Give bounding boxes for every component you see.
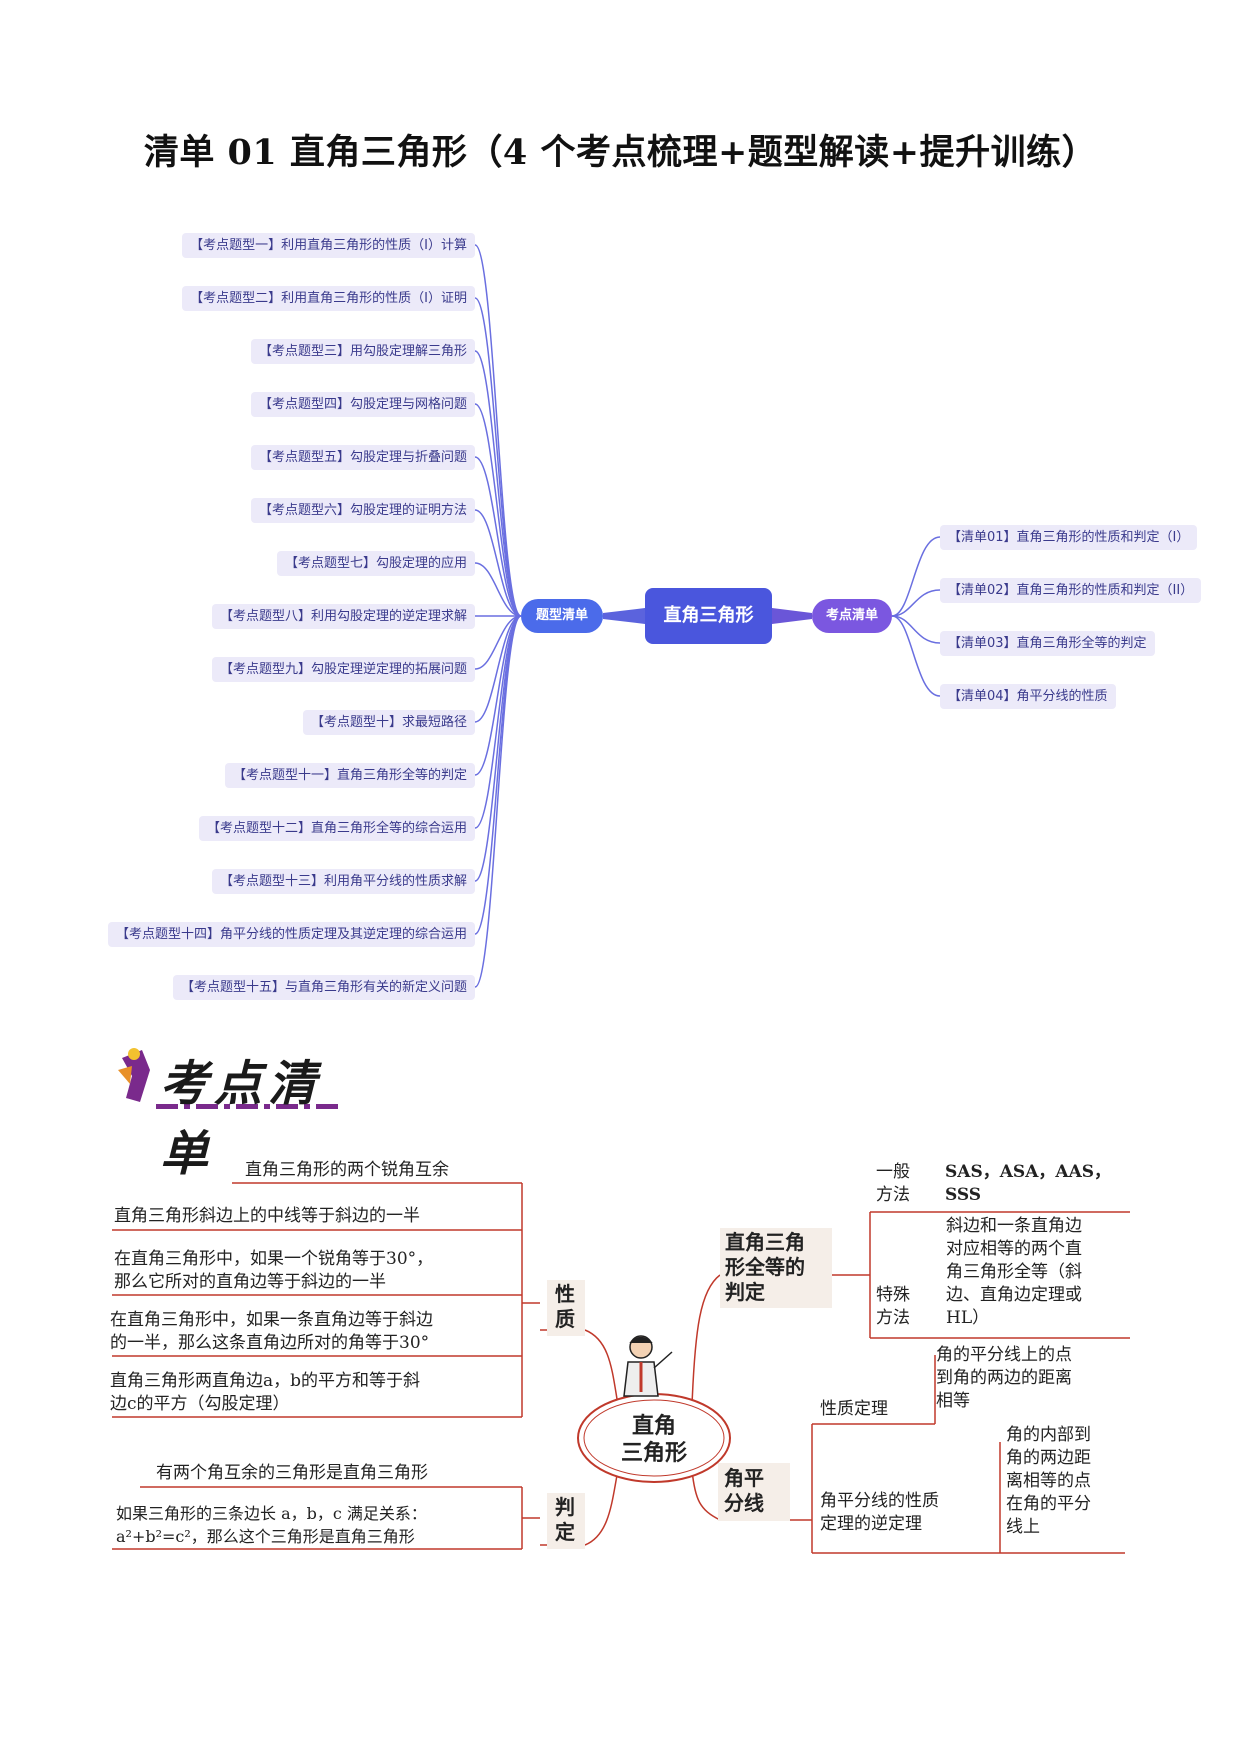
special-method-text-line: 斜边和一条直角边 [946,1216,1082,1236]
left-item: 【考点题型十二】直角三角形全等的综合运用 [198,816,475,841]
center-node: 直角 三角形 [604,1413,704,1467]
jiaopingfen-node-line: 角平 [724,1466,764,1490]
converse-text-line: 离相等的点 [1006,1471,1091,1491]
xingzhi-item-line: 直角三角形两直角边a，b的平方和等于斜 [110,1371,421,1391]
theorem-text-line: 到角的两边的距离 [936,1368,1072,1388]
xingzhi-item-line: 边c的平方（勾股定理） [110,1394,290,1414]
theorem-text-line: 相等 [936,1391,970,1411]
quandeng-node-line: 形全等的 [725,1255,805,1279]
left-item: 【考点题型二】利用直角三角形的性质（I）证明 [182,286,475,311]
center-node-line: 三角形 [620,1441,687,1466]
converse-text-line: 线上 [1006,1517,1040,1537]
panding-item-line: 有两个角互余的三角形是直角三角形 [156,1463,428,1483]
xingzhi-item-line: 的一半，那么这条直角边所对的角等于30° [110,1333,430,1353]
general-method-text-line: SAS，ASA，AAS， [945,1162,1112,1182]
center-node-line: 直角 [631,1414,676,1439]
xingzhi-item-line: 那么它所对的直角边等于斜边的一半 [114,1272,386,1292]
right-hub-node: 考点清单 [812,599,892,633]
left-item: 【考点题型十四】角平分线的性质定理及其逆定理的综合运用 [107,922,475,947]
left-item: 【考点题型一】利用直角三角形的性质（I）计算 [182,233,475,258]
left-item: 【考点题型十三】利用角平分线的性质求解 [211,869,475,894]
special-method-label-line: 特殊 [876,1285,910,1305]
special-method-label-line: 方法 [876,1308,910,1328]
quandeng-node-line: 直角三角 [725,1230,805,1254]
teacher-figure [623,1335,673,1397]
converse-text-line: 在角的平分 [1006,1494,1091,1514]
banner-text: 考点清单 [160,1056,323,1182]
panding-item: 有两个角互余的三角形是直角三角形 [156,1462,428,1485]
general-method-label-line: 方法 [876,1185,910,1205]
converse-label: 角平分线的性质 定理的逆定理 [820,1490,939,1536]
theorem-label: 性质定理 [820,1399,888,1419]
center-node: 直角三角形 [645,588,772,644]
converse-text-line: 角的两边距 [1006,1448,1091,1468]
xingzhi-item: 直角三角形斜边上的中线等于斜边的一半 [114,1205,420,1228]
converse-label-line: 定理的逆定理 [820,1514,922,1534]
xingzhi-item-line: 在直角三角形中，如果一条直角边等于斜边 [110,1310,433,1330]
left-item: 【考点题型八】利用勾股定理的逆定理求解 [211,604,475,629]
panding-item-line: 如果三角形的三条边长 a，b，c 满足关系： [116,1504,427,1523]
special-method-label: 特殊 方法 [876,1284,910,1330]
left-item: 【考点题型十五】与直角三角形有关的新定义问题 [172,975,475,1000]
left-item: 【考点题型十一】直角三角形全等的判定 [224,763,475,788]
xingzhi-item: 在直角三角形中，如果一个锐角等于30°， 那么它所对的直角边等于斜边的一半 [114,1248,433,1294]
left-item: 【考点题型十】求最短路径 [302,710,475,735]
left-item: 【考点题型九】勾股定理逆定理的拓展问题 [211,657,475,682]
panding-item-line: a²+b²=c²，那么这个三角形是直角三角形 [116,1527,415,1546]
theorem-text: 角的平分线上的点 到角的两边的距离 相等 [936,1344,1072,1413]
page-title: 清单 01 直角三角形（4 个考点梳理+题型解读+提升训练） [143,132,1098,173]
right-item: 【清单04】角平分线的性质 [940,684,1116,709]
xingzhi-node-char: 性 [555,1282,575,1306]
xingzhi-node: 性 质 [555,1282,575,1332]
general-method-text-line: SSS [945,1185,982,1205]
general-method-text: SAS，ASA，AAS， SSS [945,1161,1111,1207]
general-method-label-line: 一般 [876,1162,910,1182]
converse-text-line: 角的内部到 [1006,1425,1091,1445]
panding-node-char: 定 [555,1520,575,1544]
xingzhi-item: 直角三角形两直角边a，b的平方和等于斜 边c的平方（勾股定理） [110,1370,420,1416]
quandeng-node: 直角三角 形全等的 判定 [725,1230,805,1305]
converse-label-line: 角平分线的性质 [820,1491,939,1511]
panding-node-char: 判 [555,1495,575,1519]
jiaopingfen-node: 角平 分线 [724,1466,764,1516]
panding-node: 判 定 [555,1495,575,1545]
xingzhi-item: 直角三角形的两个锐角互余 [245,1159,449,1182]
panding-item: 如果三角形的三条边长 a，b，c 满足关系： a²+b²=c²，那么这个三角形是… [116,1502,427,1548]
right-item: 【清单02】直角三角形的性质和判定（II） [940,578,1202,603]
converse-text: 角的内部到 角的两边距 离相等的点 在角的平分 线上 [1006,1424,1091,1539]
special-method-text-line: 边、直角边定理或 [946,1285,1082,1305]
jiaopingfen-node-line: 分线 [724,1491,764,1515]
banner-decoration [118,1048,338,1109]
theorem-text-line: 角的平分线上的点 [936,1345,1072,1365]
xingzhi-node-char: 质 [555,1307,575,1331]
left-item: 【考点题型三】用勾股定理解三角形 [250,339,475,364]
general-method-label: 一般 方法 [876,1161,910,1207]
left-item: 【考点题型五】勾股定理与折叠问题 [250,445,475,470]
xingzhi-item-line: 在直角三角形中，如果一个锐角等于30°， [114,1249,434,1269]
left-hub-node: 题型清单 [521,599,603,633]
left-item: 【考点题型四】勾股定理与网格问题 [250,392,475,417]
left-item: 【考点题型七】勾股定理的应用 [276,551,475,576]
right-item: 【清单03】直角三角形全等的判定 [940,631,1155,656]
xingzhi-item: 在直角三角形中，如果一条直角边等于斜边 的一半，那么这条直角边所对的角等于30° [110,1309,433,1355]
special-method-text-line: 角三角形全等（斜 [946,1262,1082,1282]
special-method-text: 斜边和一条直角边 对应相等的两个直 角三角形全等（斜 边、直角边定理或 HL） [946,1215,1082,1330]
special-method-text-line: 对应相等的两个直 [946,1239,1082,1259]
quandeng-node-line: 判定 [725,1280,765,1304]
special-method-text-line: HL） [946,1308,990,1328]
right-item: 【清单01】直角三角形的性质和判定（I） [940,525,1198,550]
left-item: 【考点题型六】勾股定理的证明方法 [250,498,475,523]
kaodian-banner: 考点清单 [112,1040,372,1182]
xingzhi-item-line: 直角三角形的两个锐角互余 [245,1160,449,1180]
xingzhi-item-line: 直角三角形斜边上的中线等于斜边的一半 [114,1206,420,1226]
